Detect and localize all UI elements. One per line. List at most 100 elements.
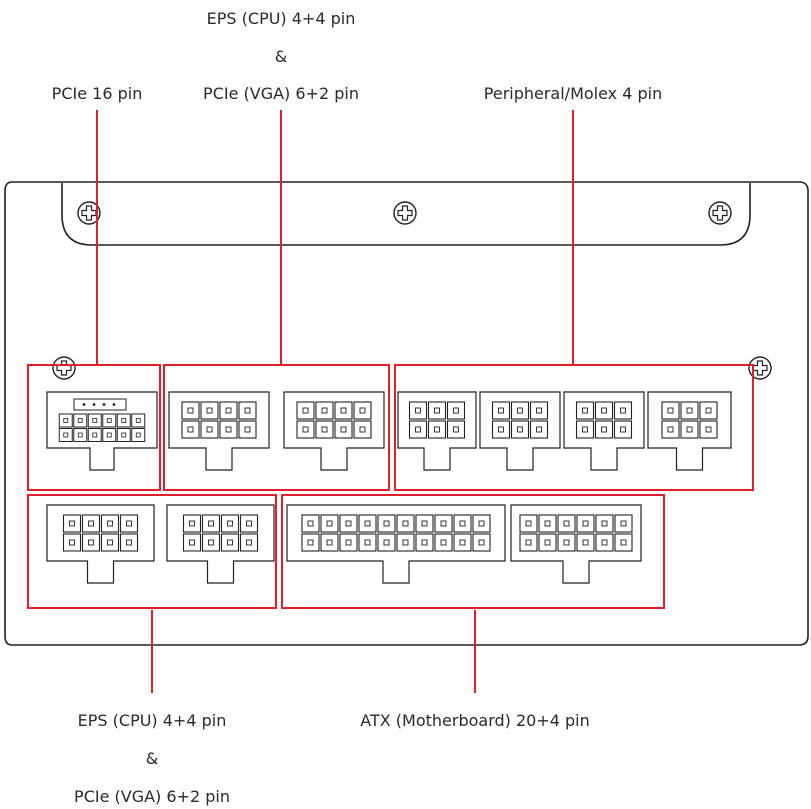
connector-pin-hole	[536, 426, 542, 433]
connector-pin-hole	[345, 520, 352, 527]
sense-pin	[92, 403, 96, 406]
connector-pin-hole	[321, 407, 328, 414]
connector-pin-hole	[517, 407, 523, 414]
connector-pin-hole	[307, 539, 314, 546]
connector-pin-hole	[667, 426, 674, 433]
label-atx: ATX (Motherboard) 20+4 pin	[360, 711, 590, 730]
screw-icon	[708, 201, 732, 225]
connector-pin-hole	[340, 426, 347, 433]
label-eps-bottom-amp: &	[145, 749, 159, 768]
connector-pin-hole	[77, 418, 83, 423]
connector-pin-hole	[620, 539, 627, 546]
connector-pin-hole	[415, 426, 421, 433]
connector-pin-hole	[244, 426, 251, 433]
connector-group	[46, 391, 732, 584]
connector-pin-hole	[88, 539, 94, 546]
screw-icon	[77, 201, 101, 225]
connector-pin-hole	[326, 539, 333, 546]
highlight-box	[27, 364, 161, 491]
connector-peripheral	[563, 391, 645, 471]
connector-pin-hole	[478, 539, 485, 546]
connector-pin-hole	[246, 539, 252, 546]
sense-pin	[102, 403, 106, 406]
connector-pin-hole	[121, 418, 127, 423]
connector-pin-hole	[326, 520, 333, 527]
connector-pin-hole	[517, 426, 523, 433]
label-eps-bottom-line1: EPS (CPU) 4+4 pin	[77, 711, 227, 730]
screw-icon	[393, 201, 417, 225]
highlight-box	[394, 364, 754, 491]
sense-pin	[112, 403, 116, 406]
connector-pin-hole	[189, 539, 195, 546]
connector-pin-hole	[88, 520, 94, 527]
connector-pin-hole	[544, 520, 551, 527]
label-pcie16: PCIe 16 pin	[51, 84, 143, 103]
connector-pin-hole	[453, 407, 459, 414]
connector-pin-hole	[340, 407, 347, 414]
connector-pin-hole	[246, 520, 252, 527]
connector-pin-hole	[459, 520, 466, 527]
connector-pin-hole	[307, 520, 314, 527]
connector-pin-hole	[208, 520, 214, 527]
connector-pin-hole	[244, 407, 251, 414]
connector-pin-hole	[69, 520, 75, 527]
connector-pin-hole	[77, 432, 83, 438]
connector-body	[46, 391, 158, 471]
sense-pin-block	[73, 398, 127, 411]
label-eps-top-line1: EPS (CPU) 4+4 pin	[206, 9, 356, 28]
connector-pin-hole	[383, 539, 390, 546]
connector-pin-hole	[620, 426, 626, 433]
connector-pin-hole	[63, 418, 69, 423]
connector-pin-hole	[126, 539, 132, 546]
connector-pin-hole	[434, 407, 440, 414]
connector-pin-hole	[189, 520, 195, 527]
connector-pin-hole	[525, 539, 532, 546]
connector-pin-hole	[345, 539, 352, 546]
connector-pin-hole	[498, 407, 504, 414]
connector-pin-hole	[686, 426, 693, 433]
connector-pin-hole	[582, 539, 589, 546]
connector-peripheral	[479, 391, 561, 471]
label-molex: Peripheral/Molex 4 pin	[483, 84, 663, 103]
connector-pin-hole	[453, 426, 459, 433]
connector-pin-hole	[302, 426, 309, 433]
connector-pin-hole	[667, 407, 674, 414]
connector-pin-hole	[582, 426, 588, 433]
connector-pin-hole	[544, 539, 551, 546]
connector-pin-hole	[107, 539, 113, 546]
connector-pin-hole	[601, 426, 607, 433]
connector-pin-hole	[206, 426, 213, 433]
connector-pin-hole	[402, 539, 409, 546]
connector-pin-hole	[225, 407, 232, 414]
callout-lines	[96, 110, 574, 693]
connector-atx-secondary	[510, 504, 642, 584]
connector-pin-hole	[582, 407, 588, 414]
connector-pin-hole	[563, 539, 570, 546]
label-eps-bottom-line2: PCIe (VGA) 6+2 pin	[74, 787, 230, 806]
connector-pin-hole	[525, 520, 532, 527]
connector-eps-pcie-8pin	[283, 391, 385, 471]
connector-pin-hole	[364, 539, 371, 546]
connector-pin-hole	[459, 539, 466, 546]
connector-pin-hole	[106, 432, 112, 438]
connector-eps-pcie-8pin	[46, 504, 155, 584]
connector-pin-hole	[686, 407, 693, 414]
connector-pin-hole	[69, 539, 75, 546]
connector-pin-hole	[227, 520, 233, 527]
connector-pin-hole	[135, 432, 141, 438]
highlight-box	[163, 364, 390, 491]
connector-pin-hole	[601, 539, 608, 546]
connector-eps-pcie-8pin	[166, 504, 275, 584]
connector-pin-hole	[227, 539, 233, 546]
connector-pin-hole	[402, 520, 409, 527]
connector-pin-hole	[498, 426, 504, 433]
connector-pin-hole	[383, 520, 390, 527]
connector-pin-hole	[92, 418, 98, 423]
connector-atx-main	[286, 504, 506, 584]
connector-pin-hole	[206, 407, 213, 414]
connector-peripheral	[397, 391, 477, 471]
connector-pin-hole	[126, 520, 132, 527]
connector-pin-hole	[440, 539, 447, 546]
connector-pin-hole	[364, 520, 371, 527]
